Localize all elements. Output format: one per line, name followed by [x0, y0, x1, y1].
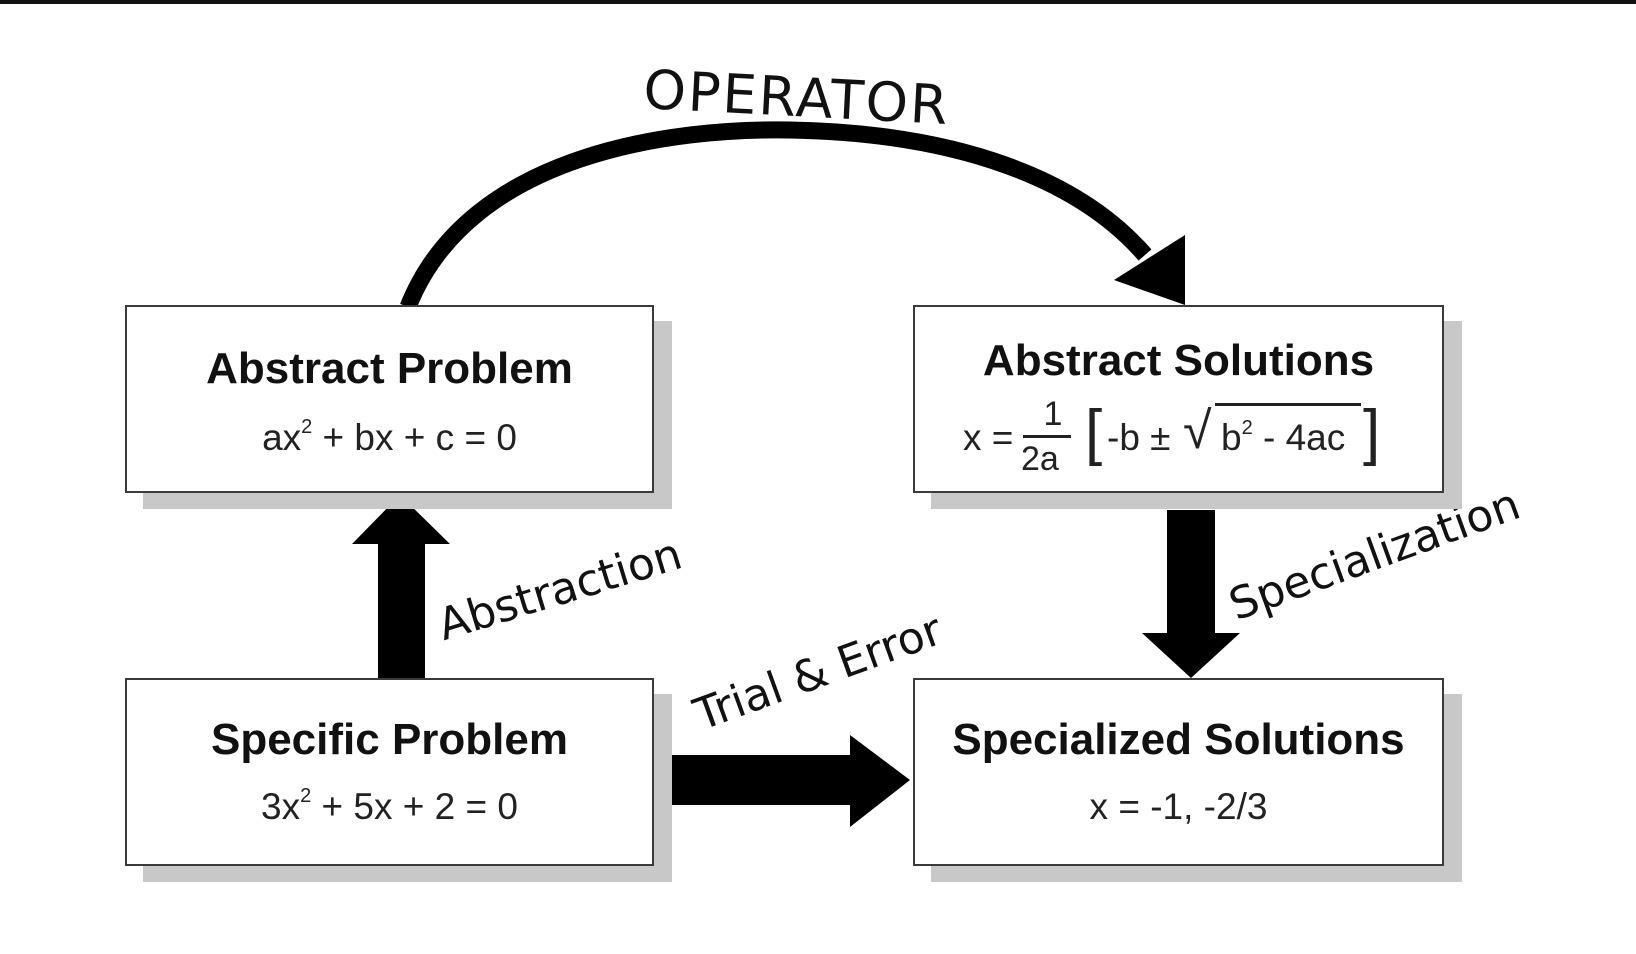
- specialized-solutions-box: Specialized Solutions x = -1, -2/3: [913, 678, 1444, 866]
- specialized-solutions-equation: x = -1, -2/3: [1089, 786, 1268, 827]
- abstract-problem-equation: ax2 + bx + c = 0: [262, 416, 517, 458]
- formula-minus-b: -b ±: [1107, 417, 1171, 458]
- abstract-solutions-box: Abstract Solutions x = 1 2a [ -b ± √ b2 …: [913, 305, 1444, 493]
- formula-x-equals: x =: [963, 417, 1014, 458]
- formula-bracket-right: ]: [1363, 398, 1381, 467]
- operator-arc-arrow: [400, 121, 1152, 311]
- quadratic-formula: x = 1 2a [ -b ± √ b2 - 4ac ]: [915, 307, 1442, 491]
- operator-arrowhead: [1114, 235, 1185, 305]
- specific-problem-box: Specific Problem 3x2 + 5x + 2 = 0: [125, 678, 654, 866]
- abstract-solutions-title: Abstract Solutions: [982, 336, 1375, 385]
- top-border-line: [0, 0, 1636, 4]
- abstract-problem-box: Abstract Problem ax2 + bx + c = 0: [125, 305, 654, 493]
- abstract-problem-title: Abstract Problem: [206, 344, 573, 393]
- specialized-solutions-title: Specialized Solutions: [952, 715, 1405, 764]
- trial-error-arrowhead: [850, 735, 910, 827]
- trial-error-arrow-shaft: [655, 755, 855, 805]
- abstraction-arrowhead: [352, 495, 450, 544]
- formula-fraction-numerator: 1: [1043, 395, 1063, 433]
- specialization-arrow-shaft: [1167, 510, 1215, 635]
- specialization-arrowhead: [1142, 633, 1240, 678]
- formula-radical-bar: [1215, 403, 1361, 406]
- formula-radicand: b2 - 4ac: [1221, 417, 1346, 458]
- specific-problem-equation: 3x2 + 5x + 2 = 0: [261, 785, 518, 827]
- formula-radical: √: [1183, 402, 1212, 460]
- formula-bracket-left: [: [1085, 398, 1103, 467]
- specific-problem-title: Specific Problem: [210, 715, 568, 764]
- formula-fraction-denominator: 2a: [1021, 440, 1059, 478]
- abstraction-arrow-shaft: [378, 540, 425, 680]
- formula-fraction-bar: [1023, 435, 1071, 438]
